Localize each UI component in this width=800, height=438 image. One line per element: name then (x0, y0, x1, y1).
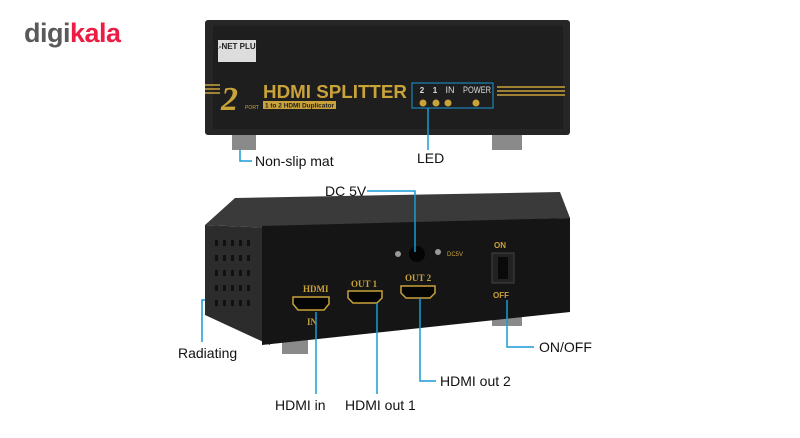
back-device: DC5V HDMI IN OUT 1 OUT 2 ON OFF (205, 192, 570, 354)
callout-hdmi-out1: HDMI out 1 (345, 397, 416, 413)
port-word: PORT (245, 105, 259, 111)
digikala-logo: digikala (24, 18, 121, 49)
hdmi-in-port (292, 296, 330, 311)
led-label-power: POWER (463, 85, 491, 95)
splitter-subtitle: 1 to 2 HDMI Duplicator (265, 104, 335, 110)
callout-radiating: Radiating (178, 345, 238, 361)
maker-text: K-NET PLUS (213, 42, 262, 51)
dc-jack (409, 246, 425, 262)
callout-onoff: ON/OFF (539, 339, 592, 355)
foot (492, 132, 522, 150)
led-box (411, 82, 494, 109)
led-label-2: 2 (420, 86, 425, 95)
switch-on-label: ON (494, 241, 506, 250)
logo-part2: kala (70, 18, 121, 48)
back-face (262, 218, 570, 345)
callout-led: LED (417, 150, 445, 166)
foot (232, 132, 256, 150)
callout-hdmi-in: HDMI in (275, 397, 326, 413)
hdmi-out2-port (400, 285, 436, 299)
callout-dc5v: DC 5V (325, 183, 367, 199)
callout-lines (201, 108, 534, 394)
hdmi-in-label-top: HDMI (303, 284, 329, 294)
callout-non-slip-mat: Non-slip mat (255, 153, 334, 169)
dc-label: DC5V (447, 252, 463, 258)
logo-part1: digi (24, 18, 71, 48)
callout-hdmi-out2: HDMI out 2 (440, 373, 511, 389)
top-vent (205, 192, 570, 228)
out2-label: OUT 2 (405, 273, 432, 283)
splitter-title: HDMI SPLITTER (263, 82, 407, 102)
front-device: K-NET PLUS 2 PORT HDMI SPLITTER 1 to 2 H… (205, 20, 570, 150)
hdmi-out1-port (347, 290, 383, 304)
led-label-in: IN (446, 85, 455, 95)
port-count: 2 (220, 81, 238, 118)
led-label-1: 1 (433, 86, 438, 95)
switch-off-label: OFF (493, 291, 509, 300)
out1-label: OUT 1 (351, 279, 378, 289)
hdmi-in-label-bottom: IN (307, 317, 318, 327)
knet-logo (218, 40, 256, 62)
leds (419, 99, 480, 107)
side-panel (205, 225, 270, 345)
